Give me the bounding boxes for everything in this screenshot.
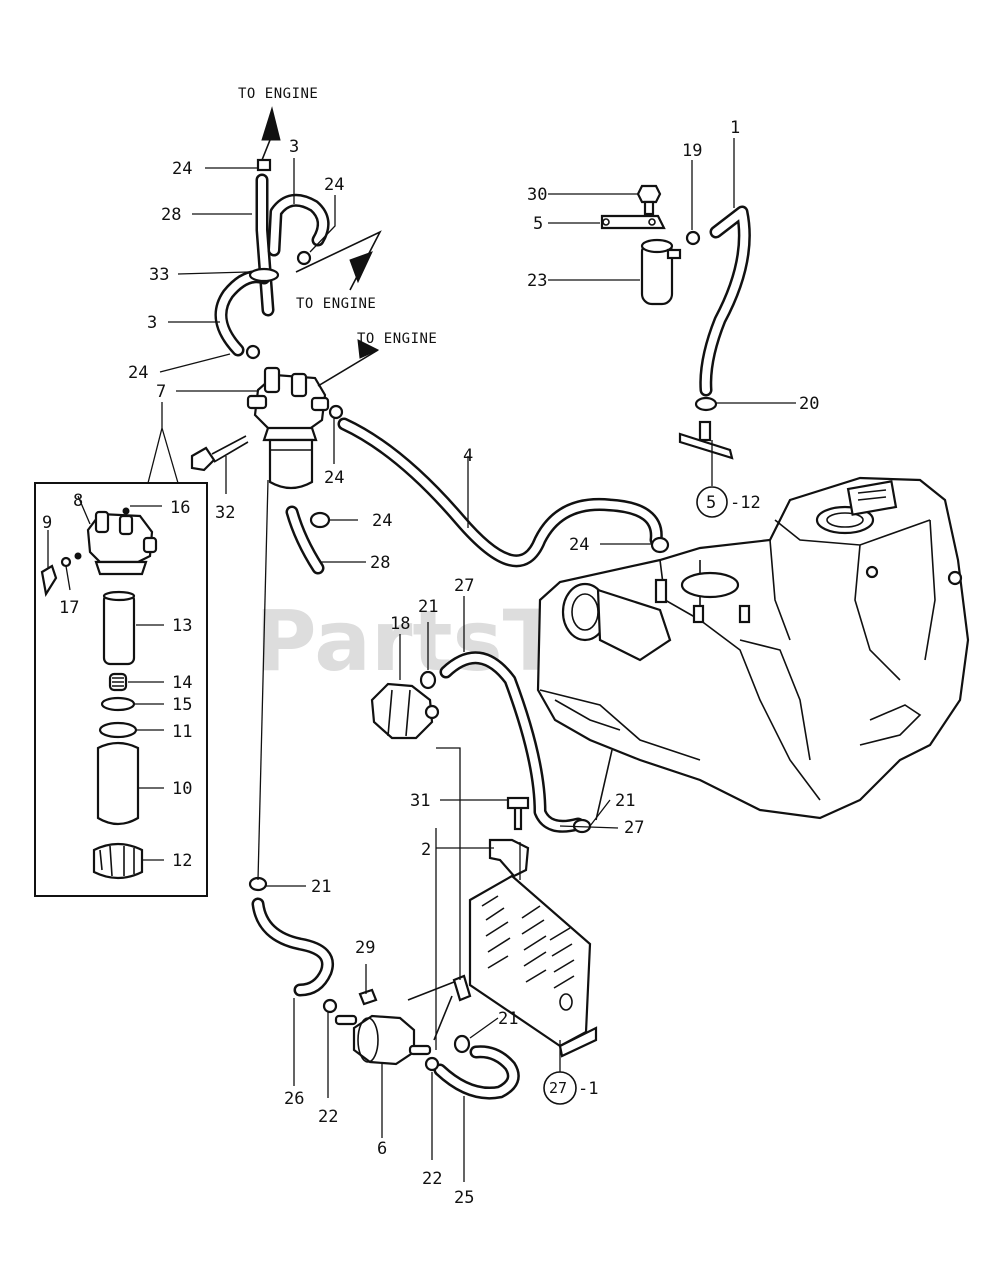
circled-ref-5-suffix: -12 (730, 493, 761, 513)
callout-3-left: 3 (147, 313, 157, 333)
callout-24-a: 24 (172, 159, 192, 179)
callout-25: 25 (454, 1188, 474, 1208)
callout-9: 9 (42, 513, 52, 533)
callout-12: 12 (172, 851, 192, 871)
callout-29: 29 (355, 938, 375, 958)
circled-ref-5-12: 5 -12 (696, 486, 761, 518)
callout-4: 4 (463, 446, 473, 466)
callout-32: 32 (215, 503, 235, 523)
to-engine-arrow-mid (295, 230, 382, 291)
circled-ref-5-number: 5 (706, 493, 716, 513)
callout-21-d: 21 (498, 1009, 518, 1029)
callout-24-c: 24 (128, 363, 148, 383)
callout-16: 16 (170, 498, 190, 518)
callout-17: 17 (59, 598, 79, 618)
callout-5: 5 (533, 214, 543, 234)
to-engine-label-mid: TO ENGINE (296, 296, 376, 312)
callout-6: 6 (377, 1139, 387, 1159)
fuel-tank (536, 476, 970, 820)
callout-24-b: 24 (324, 175, 344, 195)
callout-20: 20 (799, 394, 819, 414)
callout-22-a: 22 (318, 1107, 338, 1127)
callout-33: 33 (149, 265, 169, 285)
callout-26: 26 (284, 1089, 304, 1109)
callout-19: 19 (682, 141, 702, 161)
callout-21-c: 21 (311, 877, 331, 897)
circled-ref-27-1: 27 -1 (543, 1071, 598, 1105)
callout-14: 14 (172, 673, 192, 693)
callout-24-d: 24 (324, 468, 344, 488)
callout-24-f: 24 (569, 535, 589, 555)
leader-lines (47, 138, 796, 1182)
callout-28-a: 28 (161, 205, 181, 225)
callout-1: 1 (730, 118, 740, 138)
bracket-2 (488, 838, 530, 878)
fuel-filter-assembly (246, 366, 330, 490)
circled-ref-27-number: 27 (549, 1079, 567, 1097)
water-separator (370, 682, 440, 740)
callout-23: 23 (527, 271, 547, 291)
callout-2: 2 (421, 840, 431, 860)
to-engine-label-right: TO ENGINE (357, 331, 437, 347)
callout-22-b: 22 (422, 1169, 442, 1189)
to-engine-arrow-right (317, 339, 380, 387)
callout-10: 10 (172, 779, 192, 799)
to-engine-arrow-top (261, 106, 281, 161)
filter-exploded-inset (34, 402, 208, 897)
callout-18: 18 (390, 614, 410, 634)
to-engine-label-top: TO ENGINE (238, 86, 318, 102)
electric-fuel-pump (334, 1014, 432, 1066)
callout-13: 13 (172, 616, 192, 636)
callout-31: 31 (410, 791, 430, 811)
fuel-hoses (214, 173, 751, 1100)
callout-15: 15 (172, 695, 192, 715)
callout-8: 8 (73, 491, 83, 511)
callout-28-b: 28 (370, 553, 390, 573)
callout-27-a: 27 (454, 576, 474, 596)
mounting-plate (468, 874, 598, 1058)
small-parts (190, 158, 734, 1072)
circled-ref-27-suffix: -1 (578, 1079, 598, 1099)
callout-24-e: 24 (372, 511, 392, 531)
callout-27-b: 27 (624, 818, 644, 838)
callout-21-b: 21 (615, 791, 635, 811)
callout-7: 7 (156, 382, 166, 402)
callout-30: 30 (527, 185, 547, 205)
callout-21-a: 21 (418, 597, 438, 617)
callout-labels: 1 2 3 3 4 5 6 7 8 9 10 11 12 13 14 15 16… (42, 118, 819, 1208)
callout-3-top: 3 (289, 137, 299, 157)
callout-11: 11 (172, 722, 192, 742)
